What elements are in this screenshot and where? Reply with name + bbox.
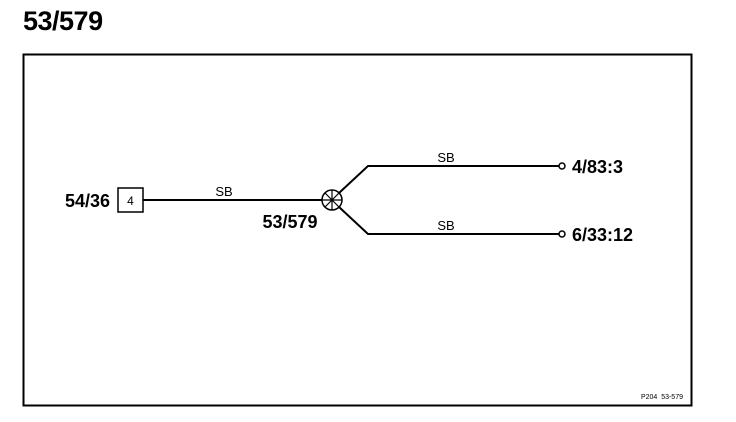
source-connector-label: 54/36: [65, 191, 110, 211]
reference-code: P204 53-579: [641, 394, 683, 401]
diagram-frame: [22, 53, 693, 407]
wire-main-label: SB: [215, 184, 232, 199]
wire-upper-label: SB: [437, 150, 454, 165]
splice-label: 53/579: [262, 212, 317, 232]
wire-lower: [338, 206, 559, 235]
terminal-lower-icon[interactable]: [558, 230, 566, 238]
source-connector-box[interactable]: [117, 187, 144, 213]
terminal-upper-icon[interactable]: [558, 162, 566, 170]
destination-lower-label: 6/33:12: [572, 225, 633, 245]
wire-lower-label: SB: [437, 218, 454, 233]
wire-upper: [338, 165, 559, 194]
splice-icon[interactable]: [321, 189, 343, 211]
destination-upper-label: 4/83:3: [572, 157, 623, 177]
page-title: 53/579: [23, 6, 103, 36]
source-connector-pin: 4: [127, 194, 134, 208]
